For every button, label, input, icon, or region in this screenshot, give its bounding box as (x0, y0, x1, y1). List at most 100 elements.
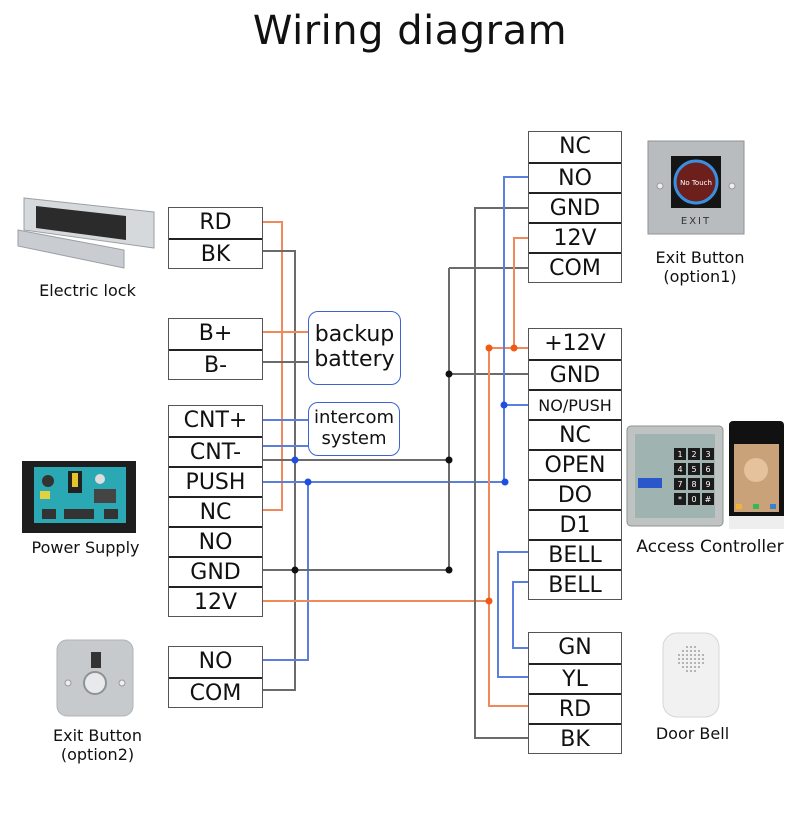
terminal-b-plus: B+ (198, 321, 233, 346)
terminal-rd: RD (199, 210, 232, 235)
speaker-hole (694, 658, 696, 660)
exit-button-plate-text: EXIT (681, 216, 711, 227)
terminal-bk: BK (529, 723, 621, 753)
speaker-hole (686, 666, 688, 668)
speaker-hole (678, 654, 680, 656)
access-controller-label: Access Controller (636, 537, 784, 557)
exit-button-option1-label-line1: Exit Button (655, 248, 745, 267)
intercom-system-label-box: intercom system (308, 402, 400, 456)
junction-dot (445, 566, 453, 574)
terminal-gnd: GND (529, 192, 621, 222)
keypad-key (674, 463, 686, 475)
backup-battery-label-box: backup battery (308, 311, 401, 385)
electric-lock-label: Electric lock (39, 281, 136, 300)
terminal-no: NO (198, 649, 233, 674)
diagram-title: Wiring diagram (252, 8, 568, 54)
keypad-key-label: 3 (705, 450, 710, 459)
speaker-hole (690, 654, 692, 656)
wire-lock-rd-to-psu-nc (262, 221, 283, 511)
intercom-label-line2: system (321, 428, 387, 449)
terminal-no-push: NO/PUSH (529, 389, 621, 419)
speaker-hole (682, 662, 684, 664)
exit-button-option2-label: Exit Button (option2) (30, 726, 165, 764)
terminal-open: OPEN (529, 449, 621, 479)
terminal-no: NO (169, 526, 262, 556)
wire-exit1-gnd-to-bell-bk (474, 207, 528, 739)
speaker-hole (702, 658, 704, 660)
speaker-hole (686, 670, 688, 672)
wire-bell1-to-yl (497, 551, 528, 678)
speaker-hole (690, 666, 692, 668)
speaker-hole (690, 650, 692, 652)
keypad-key (674, 448, 686, 460)
junction-dot (485, 597, 493, 605)
keypad-key-label: 2 (691, 450, 696, 459)
speaker-hole (694, 670, 696, 672)
terminal-12v: 12V (169, 586, 262, 616)
keypad-key (688, 448, 700, 460)
keypad-key-label: 1 (677, 450, 682, 459)
keypad-key-label: * (678, 495, 682, 504)
power-supply-label: Power Supply (31, 538, 140, 557)
terminal-gnd: GND (169, 556, 262, 586)
keypad-key-label: # (705, 495, 712, 504)
keypad-key (702, 493, 714, 505)
wire-exit1-12v (513, 237, 528, 348)
video-intercom-image (729, 421, 784, 529)
keypad-key (702, 448, 714, 460)
exit-button-option1-label-line2: (option1) (663, 267, 737, 286)
speaker-hole (698, 654, 700, 656)
speaker-hole (686, 646, 688, 648)
terminal-gnd: GND (529, 359, 621, 389)
power-supply-image (22, 461, 136, 533)
speaker-hole (678, 658, 680, 660)
door-bell-label: Door Bell (655, 724, 730, 743)
keypad-key (674, 478, 686, 490)
exit-button-option1-label: Exit Button (option1) (640, 248, 760, 286)
speaker-hole (686, 654, 688, 656)
speaker-hole (694, 666, 696, 668)
keypad-key-label: 0 (691, 495, 696, 504)
backup-battery-label-line1: backup (314, 322, 395, 347)
keypad-key (688, 478, 700, 490)
exit-button-option2-image (56, 639, 134, 717)
terminal-nc: NC (559, 134, 591, 159)
terminal-push: PUSH (169, 466, 262, 496)
keypad-key (702, 478, 714, 490)
wire-exit2-no (262, 482, 309, 661)
junction-dot (445, 370, 453, 378)
junction-dot (510, 344, 518, 352)
door-bell-image (662, 632, 720, 718)
speaker-hole (686, 650, 688, 652)
backup-battery-label-line2: battery (314, 347, 395, 372)
terminal-nc: NC (529, 419, 621, 449)
speaker-hole (690, 646, 692, 648)
junction-dot (501, 478, 509, 486)
junction-dot (485, 344, 493, 352)
access-controller-terminal-block: +12V GND NO/PUSH NC OPEN DO D1 BELL BELL (528, 328, 622, 600)
keypad-key-label: 7 (677, 480, 682, 489)
junction-dot (445, 456, 453, 464)
terminal-cnt-plus: CNT+ (183, 408, 248, 433)
keypad-key-label: 8 (691, 480, 696, 489)
speaker-hole (690, 658, 692, 660)
wire-12v-vertical (488, 348, 528, 707)
speaker-hole (694, 646, 696, 648)
speaker-hole (698, 662, 700, 664)
door-bell-terminal-block: GN YL RD BK (528, 632, 622, 754)
terminal-gn: GN (558, 635, 592, 660)
speaker-hole (690, 670, 692, 672)
speaker-hole (682, 666, 684, 668)
junction-dot (304, 478, 312, 486)
keypad-key-label: 4 (677, 465, 682, 474)
power-supply-terminal-block: CNT+ CNT- PUSH NC NO GND 12V (168, 405, 263, 617)
terminal-bell: BELL (529, 569, 621, 599)
speaker-hole (682, 650, 684, 652)
terminal-plus-12v: +12V (544, 331, 606, 356)
terminal-cnt-minus: CNT- (169, 436, 262, 466)
terminal-yl: YL (529, 663, 621, 693)
terminal-no: NO (529, 162, 621, 192)
speaker-hole (702, 662, 704, 664)
